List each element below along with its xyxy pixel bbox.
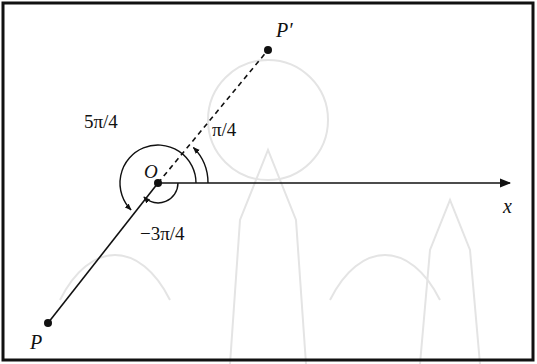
point-label: P′ [276, 20, 293, 40]
angle-label: π/4 [212, 120, 236, 139]
angle-label: −3π/4 [140, 224, 185, 243]
axis-label: x [503, 196, 512, 216]
x-axis [158, 182, 510, 184]
frame [3, 3, 533, 360]
origin-label: O [144, 162, 158, 181]
ray-op-prime [158, 50, 268, 183]
ray-op [48, 183, 158, 323]
point-label: P [30, 332, 42, 352]
point-dot [44, 319, 52, 327]
angle-arc [120, 145, 196, 210]
point-dot [264, 46, 272, 54]
watermark [60, 60, 480, 364]
angle-arc [144, 183, 178, 203]
angle-label: 5π/4 [84, 112, 118, 131]
